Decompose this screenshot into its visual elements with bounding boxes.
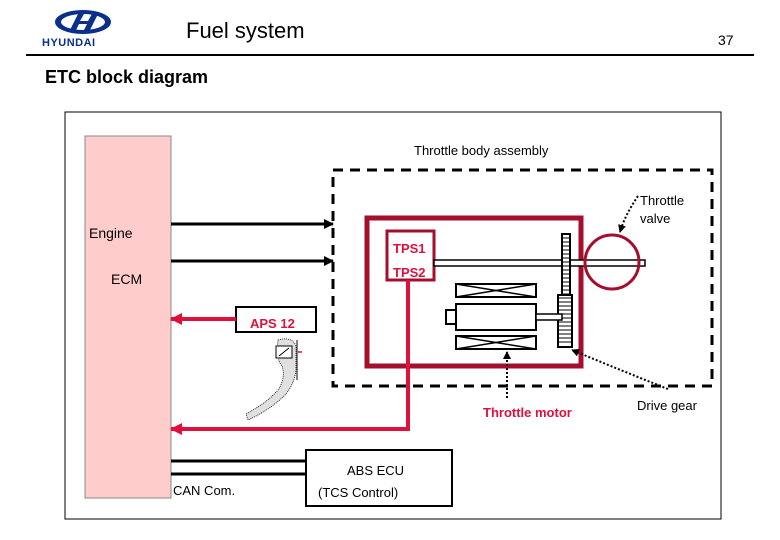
drive-gear [557,233,573,348]
drive-gear-pointer [571,348,669,390]
tps-box [385,229,436,282]
section-title: ETC block diagram [45,67,209,87]
throttle-body-label: Throttle body assembly [414,143,549,158]
tps1-label: TPS1 [393,241,426,256]
abs-label-1: ABS ECU [347,463,404,478]
throttle-actuator-box [364,215,584,369]
throttle-body-assembly-box [331,168,714,388]
throttle-valve-label-1: Throttle [640,193,684,208]
ecm-block [84,135,172,499]
throttle-motor-label: Throttle motor [483,405,572,420]
page-number: 37 [718,32,734,48]
abs-ecu-box [305,449,453,507]
abs-label-2: (TCS Control) [318,485,398,500]
throttle-motor [445,283,563,350]
tps2-label: TPS2 [393,265,426,280]
throttle-valve-pointer [618,195,639,233]
throttle-valve-label-2: valve [640,211,670,226]
brand-name: HYUNDAI [42,37,96,49]
ecm-label-ecm: ECM [111,271,142,287]
can-label: CAN Com. [173,483,235,498]
hyundai-logo-icon [55,10,111,34]
aps-box [235,306,317,333]
page-title: Fuel system [186,18,305,43]
throttle-shaft [433,259,646,267]
accelerator-pedal-icon [245,338,302,421]
tps-signal-arrow [170,280,410,435]
aps-label: APS 12 [250,316,295,331]
ecm-label-engine: Engine [89,225,133,241]
drive-gear-label: Drive gear [637,398,698,413]
throttle-valve [583,233,641,291]
header-divider [26,54,754,56]
